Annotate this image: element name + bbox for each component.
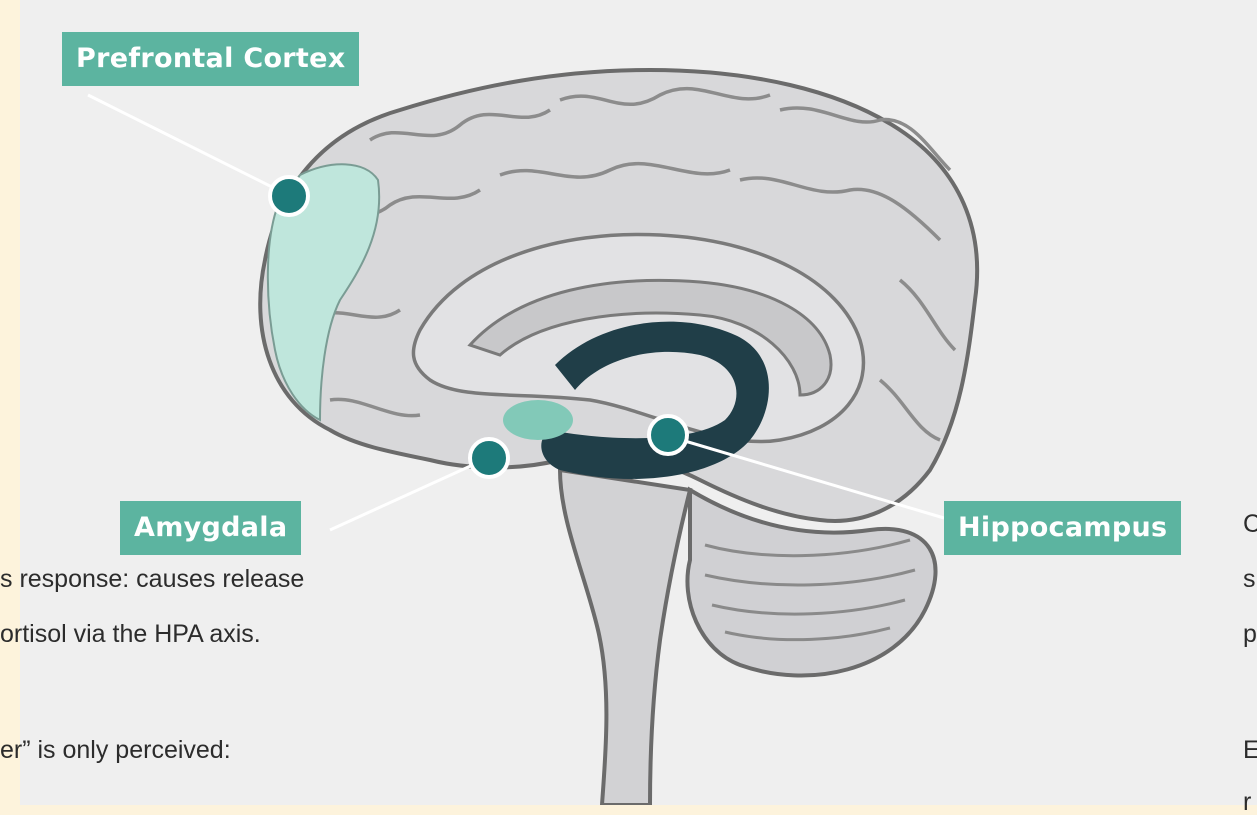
left-text-line-1: s response: causes release xyxy=(0,567,304,592)
left-text-line-2: ortisol via the HPA axis. xyxy=(0,622,261,647)
prefrontal-marker xyxy=(270,177,308,215)
brainstem xyxy=(560,470,690,805)
hippocampus-label: Hippocampus xyxy=(944,501,1181,555)
right-text-fragment-1: C xyxy=(1243,512,1257,537)
prefrontal-cortex-label: Prefrontal Cortex xyxy=(62,32,359,86)
right-text-fragment-5: r xyxy=(1243,790,1257,815)
right-text-fragment-3: p xyxy=(1243,622,1257,647)
hippocampus-marker xyxy=(649,416,687,454)
amygdala-label: Amygdala xyxy=(120,501,301,555)
left-text-line-3: er” is only perceived: xyxy=(0,738,231,763)
brain-diagram-panel: Prefrontal Cortex Amygdala Hippocampus xyxy=(20,0,1257,805)
amygdala-marker xyxy=(470,439,508,477)
right-text-fragment-4: E xyxy=(1243,738,1257,763)
brain-illustration xyxy=(20,0,1257,805)
amygdala-region xyxy=(503,400,573,440)
right-text-fragment-2: s xyxy=(1243,567,1257,592)
